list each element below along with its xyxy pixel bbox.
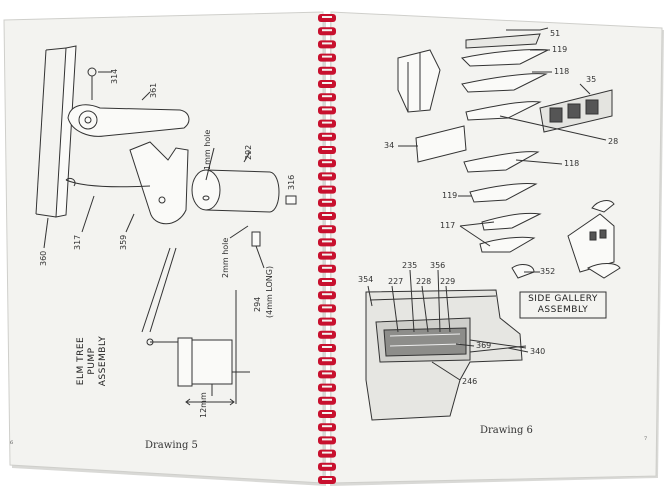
label-361: 361 bbox=[149, 82, 158, 98]
left-page-number: 6 bbox=[10, 440, 14, 446]
label-352: 352 bbox=[540, 267, 556, 276]
plate-119-mid bbox=[469, 183, 538, 203]
side-gallery-title-box bbox=[519, 291, 607, 319]
binding-ring-highlight bbox=[322, 227, 332, 230]
label-51: 51 bbox=[550, 29, 561, 38]
right-title-line-1: SIDE GALLERY bbox=[528, 294, 598, 304]
label-118-mid: 118 bbox=[564, 159, 580, 168]
binding-ring-highlight bbox=[322, 385, 332, 388]
label-359: 359 bbox=[119, 234, 128, 250]
label-294-note: (4mm LONG) bbox=[265, 265, 274, 318]
label-119-top: 119 bbox=[552, 45, 568, 54]
binding-ring-highlight bbox=[322, 214, 332, 216]
right-drawing bbox=[365, 27, 621, 421]
label-356: 356 bbox=[430, 261, 446, 270]
label-119-mid: 119 bbox=[442, 191, 458, 200]
label-hole-1mm: 1mm hole bbox=[203, 129, 212, 170]
label-228: 228 bbox=[416, 277, 432, 286]
label-340: 340 bbox=[530, 347, 546, 356]
label-369: 369 bbox=[476, 341, 492, 350]
label-354: 354 bbox=[358, 275, 374, 284]
binding-ring-highlight bbox=[322, 68, 332, 71]
binding-ring-highlight bbox=[322, 82, 332, 84]
left-page-caption: Drawing 5 bbox=[145, 440, 198, 451]
binding-ring-highlight bbox=[322, 464, 332, 467]
left-title-line-1: ELM TREE PUMP bbox=[76, 336, 97, 386]
plate-118-mid bbox=[463, 151, 540, 173]
binding-ring-highlight bbox=[322, 29, 332, 32]
right-page-title: SIDE GALLERY ASSEMBLY bbox=[520, 294, 606, 316]
spiral-binding bbox=[318, 14, 336, 484]
binding-ring-highlight bbox=[322, 95, 332, 98]
binding-ring-highlight bbox=[322, 319, 332, 322]
right-title-line-2: ASSEMBLY bbox=[537, 305, 589, 315]
binding-ring-highlight bbox=[322, 438, 332, 441]
right-page-caption: Drawing 6 bbox=[480, 425, 533, 436]
binding-ring-highlight bbox=[322, 108, 332, 111]
panel-34 bbox=[415, 125, 467, 163]
label-316: 316 bbox=[287, 174, 296, 190]
label-246: 246 bbox=[462, 377, 478, 386]
binding-ring-highlight bbox=[322, 359, 332, 362]
left-title-line-2: ASSEMBLY bbox=[98, 335, 108, 387]
left-page bbox=[3, 11, 324, 484]
binding-ring-highlight bbox=[322, 240, 332, 243]
label-292: 292 bbox=[244, 144, 253, 160]
label-hole-2mm: 2mm hole bbox=[221, 237, 230, 278]
label-35: 35 bbox=[586, 75, 597, 84]
label-229: 229 bbox=[440, 277, 456, 286]
plate-51 bbox=[465, 33, 541, 49]
plate-28 bbox=[465, 101, 542, 121]
binding-ring-highlight bbox=[322, 16, 332, 18]
cylinder-292-end bbox=[191, 169, 221, 211]
binding-ring-highlight bbox=[322, 174, 332, 177]
label-117: 117 bbox=[440, 221, 456, 230]
binding-ring-highlight bbox=[322, 134, 332, 137]
binding-ring-highlight bbox=[322, 280, 332, 282]
label-dim-12mm: 12mm bbox=[199, 392, 208, 418]
binding-ring-highlight bbox=[322, 187, 332, 190]
right-page-number: 7 bbox=[644, 436, 648, 442]
plate-117a bbox=[481, 213, 542, 231]
label-294: 294 bbox=[253, 296, 262, 312]
label-317: 317 bbox=[73, 234, 82, 250]
binding-ring-highlight bbox=[322, 372, 332, 375]
pump-post bbox=[141, 247, 171, 333]
binding-ring-highlight bbox=[322, 121, 332, 124]
plate-119-top bbox=[460, 48, 550, 67]
label-118-top: 118 bbox=[554, 67, 570, 76]
left-drawing bbox=[35, 45, 297, 406]
fork-359 bbox=[129, 141, 189, 225]
binding-ring-highlight bbox=[322, 55, 332, 58]
binding-ring-highlight bbox=[322, 412, 332, 414]
binding-ring-highlight bbox=[322, 266, 332, 269]
label-360: 360 bbox=[39, 250, 48, 266]
plate-118-top bbox=[461, 73, 548, 93]
binding-ring-highlight bbox=[322, 306, 332, 309]
binding-ring-highlight bbox=[322, 398, 332, 401]
binding-ring-highlight bbox=[322, 346, 332, 348]
left-page-title: ELM TREE PUMP ASSEMBLY bbox=[76, 326, 109, 396]
binding-ring-highlight bbox=[322, 478, 332, 480]
label-227: 227 bbox=[388, 277, 404, 286]
binding-ring-highlight bbox=[322, 148, 332, 150]
binding-ring-highlight bbox=[322, 42, 332, 45]
label-314: 314 bbox=[110, 68, 119, 84]
label-34: 34 bbox=[384, 141, 395, 150]
base-board-360 bbox=[55, 45, 77, 218]
binding-ring-highlight bbox=[322, 425, 332, 428]
handle-arm-361 bbox=[67, 104, 190, 137]
binding-ring-highlight bbox=[322, 161, 332, 164]
binding-ring-highlight bbox=[322, 332, 332, 335]
binding-ring-highlight bbox=[322, 253, 332, 256]
plate-117b bbox=[479, 236, 536, 253]
binding-ring-highlight bbox=[322, 451, 332, 454]
label-28: 28 bbox=[608, 137, 619, 146]
binding-ring-highlight bbox=[322, 200, 332, 203]
label-235: 235 bbox=[402, 261, 418, 270]
binding-ring-highlight bbox=[322, 293, 332, 296]
